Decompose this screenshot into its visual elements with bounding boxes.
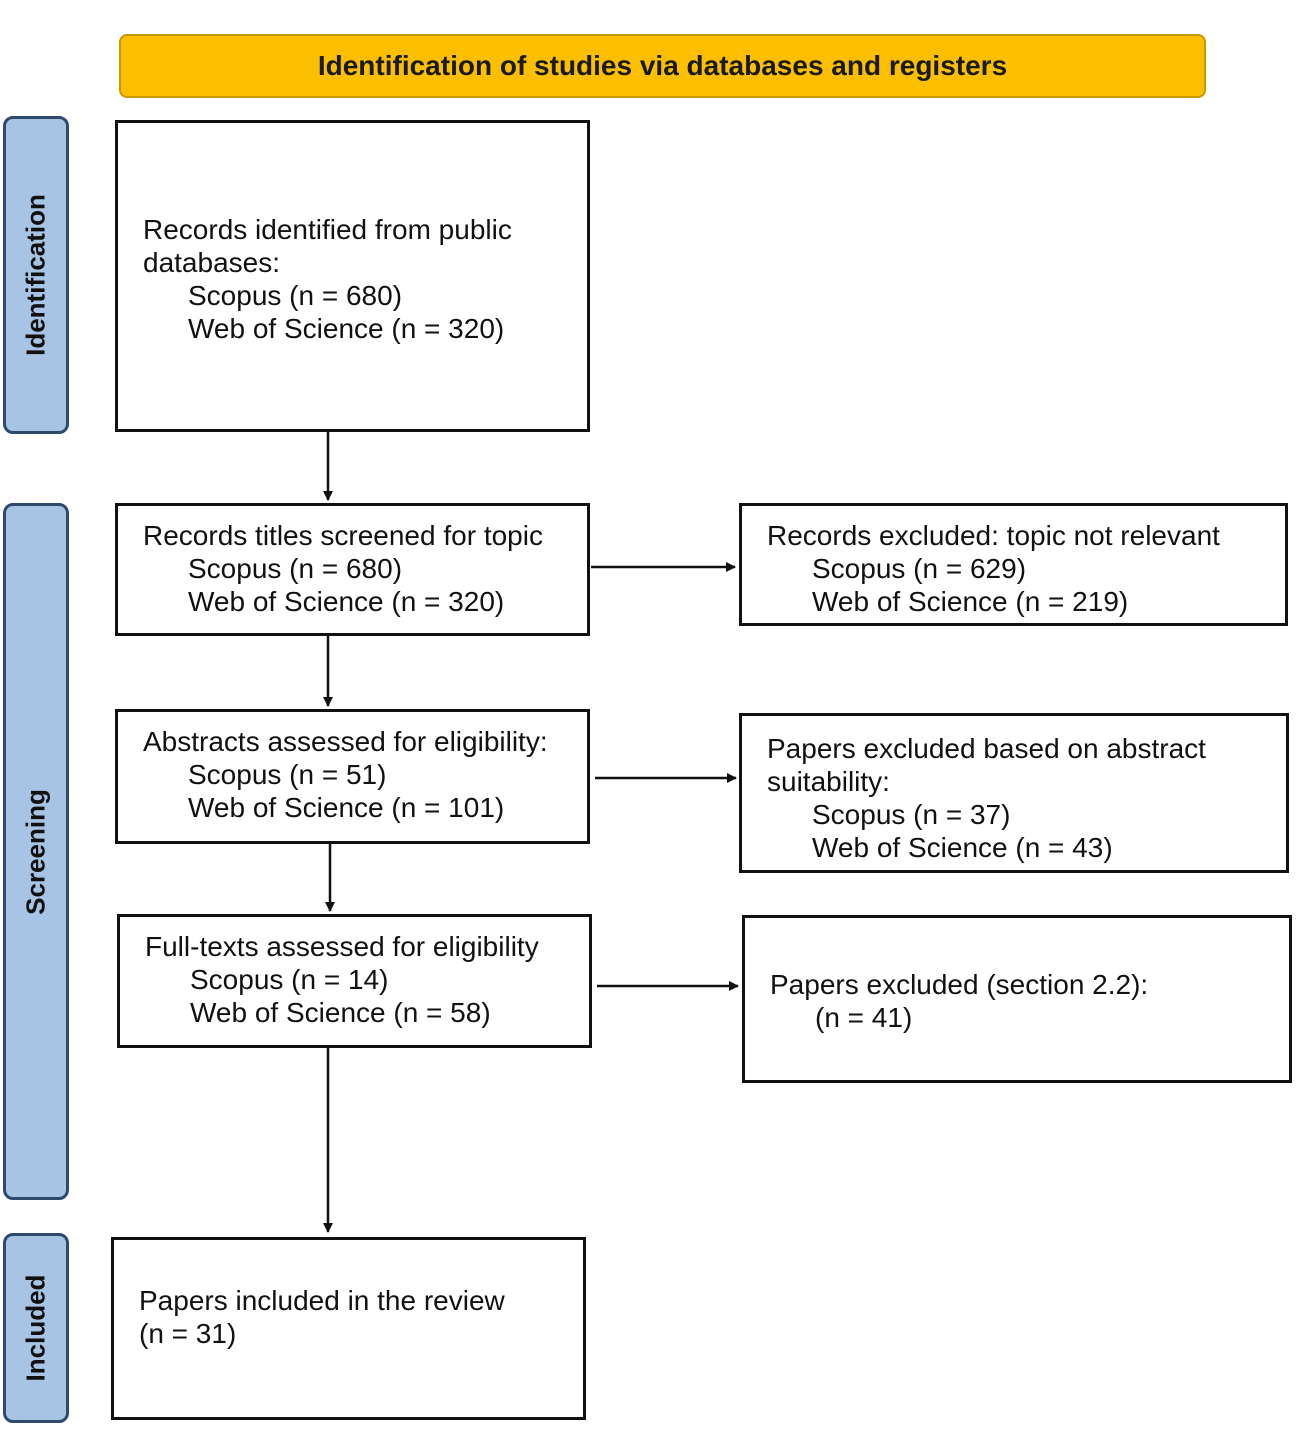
identified-scopus: Scopus (n = 680)	[188, 280, 403, 311]
excluded-abstract-title-1: Papers excluded based on abstract	[767, 733, 1206, 764]
identified-title-1: Records identified from public	[143, 214, 512, 245]
box-records-identified: Records identified from public databases…	[115, 120, 590, 432]
box-excluded-topic: Records excluded: topic not relevant Sco…	[739, 503, 1288, 626]
excluded-topic-title: Records excluded: topic not relevant	[767, 520, 1220, 551]
excluded-topic-wos: Web of Science (n = 219)	[812, 586, 1129, 617]
phase-included: Included	[3, 1233, 69, 1423]
identified-title-2: databases:	[143, 247, 280, 278]
box-abstracts-assessed: Abstracts assessed for eligibility: Scop…	[115, 709, 590, 844]
box-excluded-section: Papers excluded (section 2.2): (n = 41)	[742, 915, 1292, 1083]
excluded-abstract-scopus: Scopus (n = 37)	[812, 799, 1011, 830]
phase-screening: Screening	[3, 503, 69, 1200]
box-excluded-abstract: Papers excluded based on abstract suitab…	[739, 713, 1289, 873]
titles-scopus: Scopus (n = 680)	[188, 553, 403, 584]
excluded-section-count: (n = 41)	[815, 1002, 913, 1033]
flow-header-banner: Identification of studies via databases …	[119, 34, 1206, 98]
titles-title: Records titles screened for topic	[143, 520, 543, 551]
excluded-abstract-wos: Web of Science (n = 43)	[812, 832, 1113, 863]
fulltexts-scopus: Scopus (n = 14)	[190, 964, 389, 995]
phase-identification: Identification	[3, 116, 69, 434]
box-titles-screened: Records titles screened for topic Scopus…	[115, 503, 590, 636]
fulltexts-title: Full-texts assessed for eligibility	[145, 931, 539, 962]
box-papers-included: Papers included in the review (n = 31)	[111, 1237, 586, 1420]
abstracts-title: Abstracts assessed for eligibility:	[143, 726, 548, 757]
box-fulltexts-assessed: Full-texts assessed for eligibility Scop…	[117, 914, 592, 1048]
included-title: Papers included in the review	[139, 1285, 505, 1316]
titles-wos: Web of Science (n = 320)	[188, 586, 505, 617]
abstracts-wos: Web of Science (n = 101)	[188, 792, 505, 823]
excluded-abstract-title-2: suitability:	[767, 766, 890, 797]
abstracts-scopus: Scopus (n = 51)	[188, 759, 387, 790]
banner-title: Identification of studies via databases …	[317, 50, 1008, 81]
included-count: (n = 31)	[139, 1318, 237, 1349]
excluded-topic-scopus: Scopus (n = 629)	[812, 553, 1027, 584]
identified-wos: Web of Science (n = 320)	[188, 313, 505, 344]
excluded-section-title: Papers excluded (section 2.2):	[770, 969, 1149, 1000]
fulltexts-wos: Web of Science (n = 58)	[190, 997, 491, 1028]
